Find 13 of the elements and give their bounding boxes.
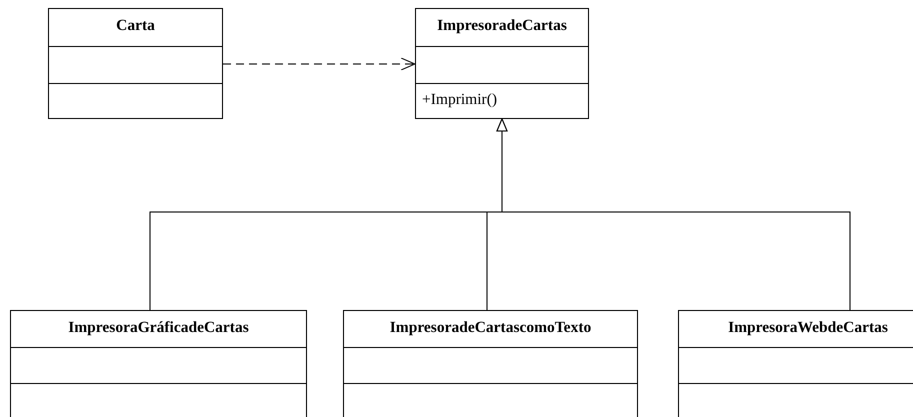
inheritance-arrow [496,118,850,310]
class-box [343,310,638,417]
class-box [678,310,913,417]
class-name: ImpresoradeCartascomoTexto [390,319,592,337]
class-name: ImpresoradeCartas [437,17,567,35]
class-name: Carta [116,17,155,35]
class-name: ImpresoraWebdeCartas [728,319,888,337]
dependency-arrow [222,58,416,70]
class-box [415,8,589,119]
class-box [48,8,223,119]
class-name: ImpresoraGráficadeCartas [68,319,249,337]
class-box [10,310,307,417]
method-text: +Imprimir() [422,91,498,109]
